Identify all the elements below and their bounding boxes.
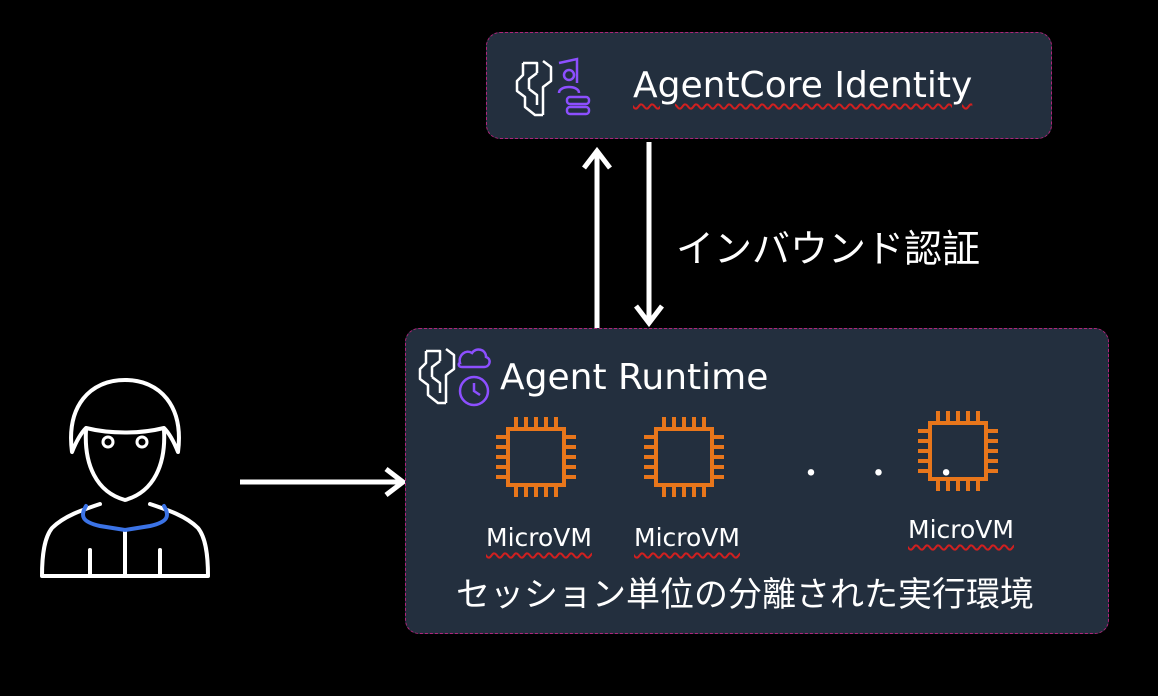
agentcore-identity-icon (515, 57, 591, 117)
request-arrow (240, 467, 408, 497)
runtime-caption: セッション単位の分離された実行環境 (456, 575, 1034, 615)
microvm-label: MicroVM (486, 523, 592, 552)
user-icon (40, 378, 210, 578)
inbound-auth-label: インバウンド認証 (676, 227, 981, 271)
ellipsis: ・ ・ ・ (796, 457, 976, 492)
agent-runtime-icon (418, 348, 491, 407)
microvm-label: MicroVM (908, 515, 1014, 544)
agentcore-identity-title: AgentCore Identity (633, 65, 973, 106)
microvm-chip-icon (918, 411, 998, 491)
microvm-label: MicroVM (634, 523, 740, 552)
agent-runtime-box: Agent Runtime MicroVM MicroVM MicroVM ・ … (405, 328, 1109, 634)
agent-runtime-title: Agent Runtime (500, 357, 769, 398)
agentcore-identity-box: AgentCore Identity (486, 32, 1052, 139)
microvm-chip-icon (644, 417, 724, 497)
microvm-chip-icon (496, 417, 576, 497)
down-arrow (634, 142, 664, 328)
up-arrow (582, 146, 612, 330)
